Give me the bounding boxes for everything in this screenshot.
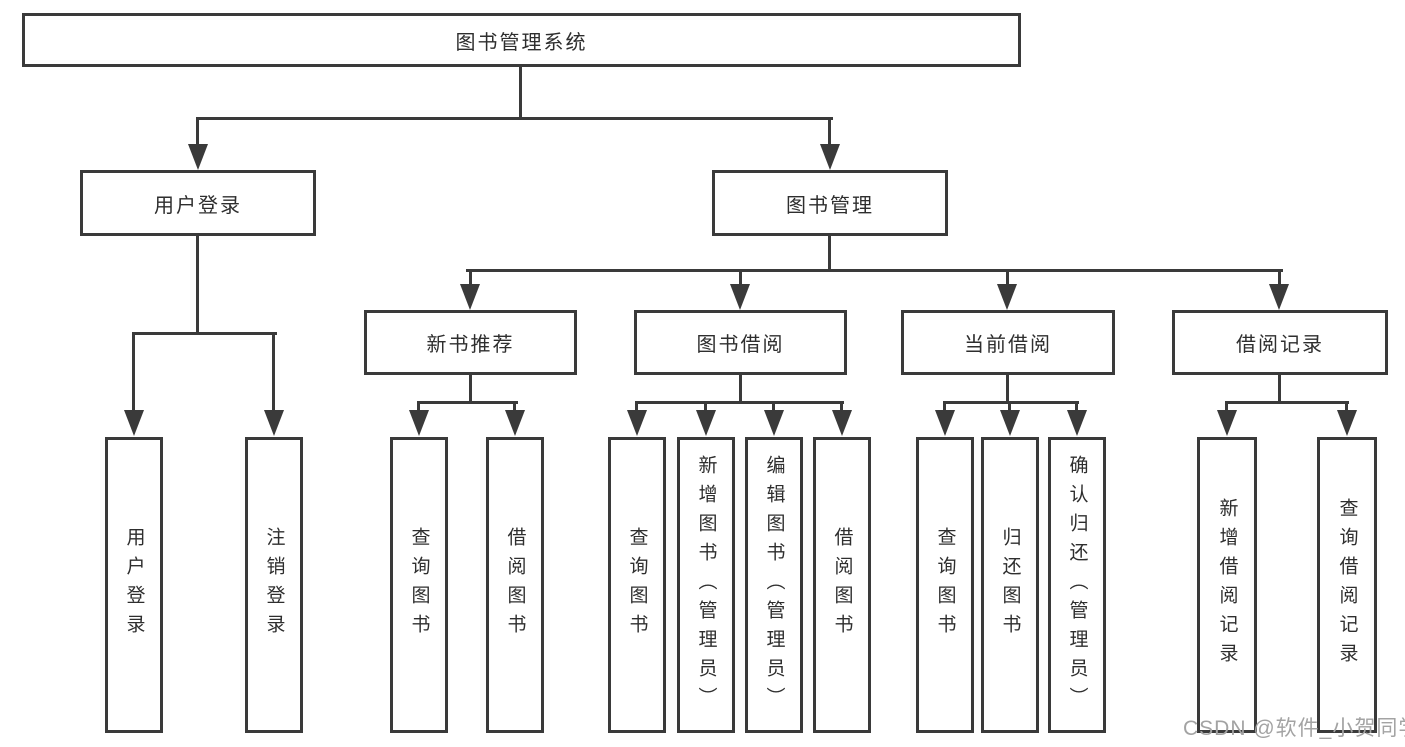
connector-line [519, 67, 522, 120]
node-borrow-books-borrow-label: 借阅图书 [831, 527, 853, 643]
node-logout: 注销登录 [245, 437, 303, 733]
node-query-books-borrow-label: 查询图书 [626, 527, 648, 643]
node-current-borrowing-label: 当前借阅 [964, 334, 1052, 356]
node-return-books-label: 归还图书 [999, 527, 1021, 643]
node-edit-book-admin-label: 编辑图书（管理员） [763, 454, 785, 716]
node-user-login-leaf-label: 用户登录 [123, 527, 145, 643]
arrow-down-icon [505, 410, 525, 436]
node-root: 图书管理系统 [22, 13, 1021, 67]
node-book-borrowing: 图书借阅 [634, 310, 847, 375]
arrow-down-icon [264, 410, 284, 436]
node-new-book-recommend: 新书推荐 [364, 310, 577, 375]
node-user-login-branch-label: 用户登录 [154, 194, 242, 217]
connector-line [1225, 404, 1228, 412]
arrow-down-icon [764, 410, 784, 436]
connector-line [635, 401, 844, 404]
connector-line [828, 236, 831, 270]
connector-line [772, 404, 775, 412]
node-new-book-recommend-label: 新书推荐 [426, 334, 515, 356]
node-user-login-leaf: 用户登录 [105, 437, 163, 733]
node-edit-book-admin: 编辑图书（管理员） [745, 437, 803, 733]
node-add-book-admin-label: 新增图书（管理员） [695, 454, 717, 716]
arrow-down-icon [997, 284, 1017, 310]
node-borrow-books-recommend-label: 借阅图书 [504, 527, 526, 643]
connector-line [513, 404, 516, 412]
connector-line [466, 269, 1283, 272]
node-confirm-return-admin: 确认归还（管理员） [1048, 437, 1106, 733]
connector-line [196, 120, 199, 145]
arrow-down-icon [627, 410, 647, 436]
connector-line [739, 272, 742, 285]
arrow-down-icon [188, 144, 208, 170]
node-book-management: 图书管理 [712, 170, 948, 236]
node-borrowing-records: 借阅记录 [1172, 310, 1388, 375]
csdn-watermark: CSDN @软件_小贺同学 [1183, 717, 1405, 740]
node-query-borrow-record: 查询借阅记录 [1317, 437, 1377, 733]
node-borrow-books-recommend: 借阅图书 [486, 437, 544, 733]
connector-line [132, 335, 135, 411]
node-current-borrowing: 当前借阅 [901, 310, 1115, 375]
node-query-books-current-label: 查询图书 [934, 527, 956, 643]
connector-line [1345, 404, 1348, 412]
node-logout-label: 注销登录 [263, 527, 285, 643]
connector-line [417, 401, 518, 404]
connector-line [943, 404, 946, 412]
node-return-books: 归还图书 [981, 437, 1039, 733]
connector-line [1008, 404, 1011, 412]
arrow-down-icon [1337, 410, 1357, 436]
node-query-books-borrow: 查询图书 [608, 437, 666, 733]
connector-line [704, 404, 707, 412]
connector-line [1006, 375, 1009, 404]
connector-line [1225, 401, 1349, 404]
node-borrowing-records-label: 借阅记录 [1236, 334, 1324, 356]
connector-line [635, 404, 638, 412]
node-add-book-admin: 新增图书（管理员） [677, 437, 735, 733]
node-query-books-recommend: 查询图书 [390, 437, 448, 733]
node-query-borrow-record-label: 查询借阅记录 [1336, 498, 1358, 672]
node-query-books-current: 查询图书 [916, 437, 974, 733]
arrow-down-icon [935, 410, 955, 436]
node-add-borrow-record: 新增借阅记录 [1197, 437, 1257, 733]
arrow-down-icon [1269, 284, 1289, 310]
node-query-books-recommend-label: 查询图书 [408, 527, 430, 643]
connector-line [943, 401, 1079, 404]
arrow-down-icon [460, 284, 480, 310]
arrow-down-icon [832, 410, 852, 436]
connector-line [828, 120, 831, 145]
connector-line [196, 236, 199, 335]
connector-line [196, 117, 833, 120]
connector-line [1075, 404, 1078, 412]
arrow-down-icon [820, 144, 840, 170]
arrow-down-icon [1217, 410, 1237, 436]
node-root-label: 图书管理系统 [455, 31, 588, 54]
arrow-down-icon [124, 410, 144, 436]
node-book-borrowing-label: 图书借阅 [696, 334, 785, 356]
node-user-login-branch: 用户登录 [80, 170, 316, 236]
connector-line [1278, 272, 1281, 285]
arrow-down-icon [696, 410, 716, 436]
connector-line [1278, 375, 1281, 404]
node-book-management-label: 图书管理 [786, 194, 874, 217]
connector-line [272, 335, 275, 411]
connector-line [840, 404, 843, 412]
node-borrow-books-borrow: 借阅图书 [813, 437, 871, 733]
connector-line [417, 404, 420, 412]
arrow-down-icon [1000, 410, 1020, 436]
node-confirm-return-admin-label: 确认归还（管理员） [1066, 454, 1088, 716]
connector-line [1006, 272, 1009, 285]
connector-line [739, 375, 742, 404]
connector-line [469, 375, 472, 404]
connector-line [132, 332, 277, 335]
node-add-borrow-record-label: 新增借阅记录 [1216, 498, 1238, 672]
arrow-down-icon [730, 284, 750, 310]
connector-line [469, 272, 472, 285]
arrow-down-icon [1067, 410, 1087, 436]
arrow-down-icon [409, 410, 429, 436]
